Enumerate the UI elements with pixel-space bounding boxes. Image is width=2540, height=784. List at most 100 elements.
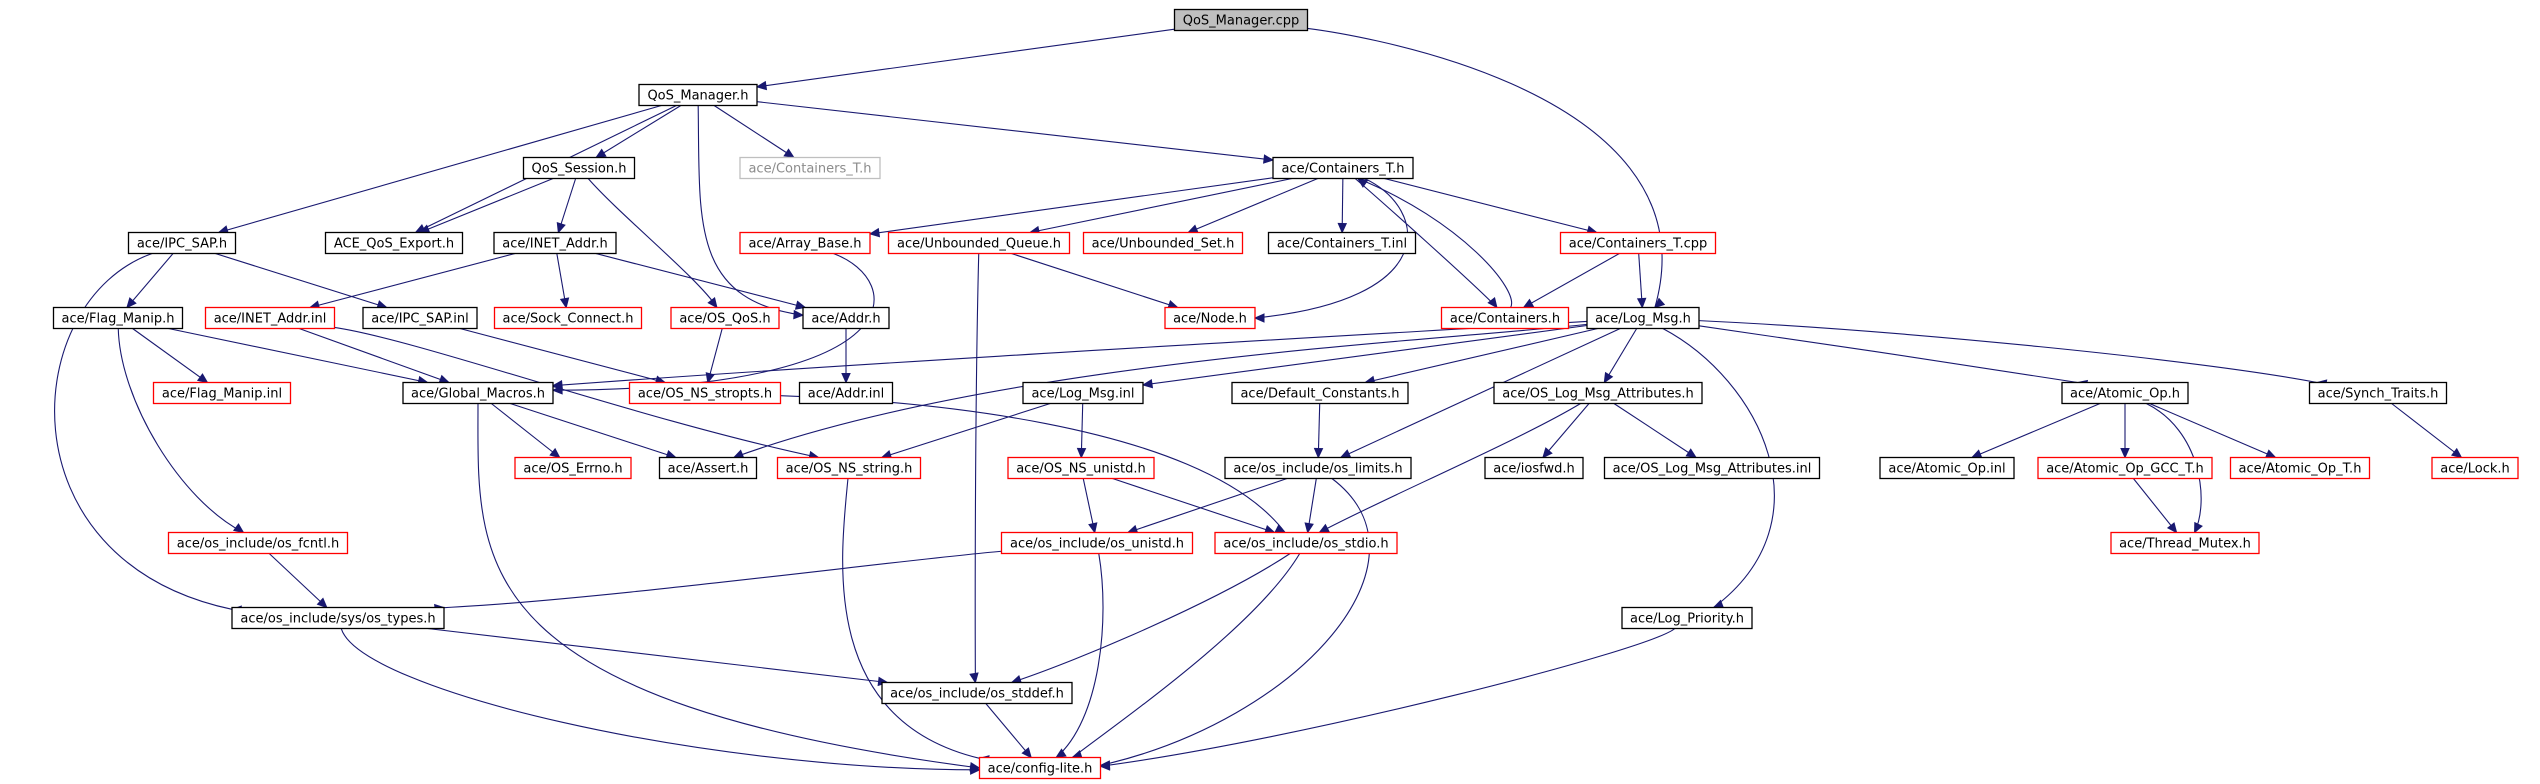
- node-box: [1164, 306, 1256, 330]
- edge-log_msg_h-to-default_constants_h: [1364, 327, 1598, 385]
- node-containers-t-h-gray[interactable]: ace/Containers_T.h: [739, 156, 881, 180]
- node-os-unistd-h[interactable]: ace/os_include/os_unistd.h: [1000, 531, 1194, 555]
- node-inet-addr-inl[interactable]: ace/INET_Addr.inl: [204, 306, 336, 330]
- node-box: [1440, 306, 1570, 330]
- node-label: ace/Atomic_Op_T.h: [2239, 462, 2362, 477]
- node-box: [1493, 381, 1703, 405]
- node-inet-addr-h[interactable]: ace/INET_Addr.h: [493, 231, 617, 255]
- edge-qos_manager_h-to-containers_t_h_gray: [713, 105, 795, 159]
- node-label: ace/Containers_T.cpp: [1569, 237, 1707, 252]
- edge-log_msg_inl-to-os_ns_unistd_h: [1076, 403, 1087, 459]
- node-os-qos-h[interactable]: ace/OS_QoS.h: [670, 306, 780, 330]
- node-box: [1224, 456, 1412, 480]
- node-os-log-msg-attributes-h[interactable]: ace/OS_Log_Msg_Attributes.h: [1493, 381, 1703, 405]
- node-unbounded-set-h[interactable]: ace/Unbounded_Set.h: [1082, 231, 1244, 255]
- edge-default_constants_h-to-os_limits_h: [1313, 403, 1324, 459]
- node-layer: QoS_Manager.cppQoS_Manager.hQoS_Session.…: [52, 8, 2519, 780]
- node-box: [52, 306, 184, 330]
- node-unbounded-queue-h[interactable]: ace/Unbounded_Queue.h: [887, 231, 1071, 255]
- node-label: ace/OS_NS_string.h: [786, 462, 913, 477]
- node-label: ace/iosfwd.h: [1493, 462, 1574, 477]
- node-box: [638, 83, 758, 107]
- node-os-ns-string-h[interactable]: ace/OS_NS_string.h: [776, 456, 922, 480]
- node-label: ace/Containers.h: [1450, 312, 1560, 327]
- node-os-limits-h[interactable]: ace/os_include/os_limits.h: [1224, 456, 1412, 480]
- edge-os_log_msg_attributes_h-to-os_log_msg_attributes_inl: [1613, 403, 1698, 459]
- node-containers-t-inl[interactable]: ace/Containers_T.inl: [1267, 231, 1417, 255]
- node-assert-h[interactable]: ace/Assert.h: [658, 456, 758, 480]
- edge-os_ns_unistd_h-to-os_unistd_h: [1082, 478, 1098, 534]
- node-ipc-sap-h[interactable]: ace/IPC_SAP.h: [127, 231, 237, 255]
- node-atomic-op-t-h[interactable]: ace/Atomic_Op_T.h: [2229, 456, 2371, 480]
- edge-qos_manager_h-to-containers_t_h: [756, 101, 1275, 164]
- edge-containers_t_cpp-to-log_msg_h: [1636, 253, 1647, 309]
- node-box: [362, 306, 478, 330]
- node-log-priority-h[interactable]: ace/Log_Priority.h: [1621, 606, 1753, 630]
- node-ace-qos-export-h[interactable]: ACE_QoS_Export.h: [324, 231, 464, 255]
- node-atomic-op-inl[interactable]: ace/Atomic_Op.inl: [1879, 456, 2015, 480]
- node-box: [1007, 456, 1155, 480]
- node-box: [1022, 381, 1144, 405]
- node-label: ace/Log_Msg.h: [1595, 312, 1691, 327]
- node-qos-session-h[interactable]: QoS_Session.h: [522, 156, 636, 180]
- node-containers-t-cpp[interactable]: ace/Containers_T.cpp: [1559, 231, 1717, 255]
- node-os-ns-stropts-h[interactable]: ace/OS_NS_stropts.h: [628, 381, 782, 405]
- edge-atomic_op_gcc_t_h-to-thread_mutex_h: [2132, 478, 2178, 534]
- node-box: [1231, 381, 1409, 405]
- node-box: [798, 381, 894, 405]
- node-os-errno-h[interactable]: ace/OS_Errno.h: [514, 456, 632, 480]
- node-containers-h[interactable]: ace/Containers.h: [1440, 306, 1570, 330]
- node-label: ace/os_include/os_stdio.h: [1223, 537, 1388, 552]
- node-thread-mutex-h[interactable]: ace/Thread_Mutex.h: [2110, 531, 2260, 555]
- node-label: ace/Flag_Manip.h: [62, 312, 175, 327]
- node-label: ace/OS_NS_stropts.h: [638, 387, 772, 402]
- node-box: [231, 606, 445, 630]
- node-atomic-op-h[interactable]: ace/Atomic_Op.h: [2061, 381, 2189, 405]
- node-os-types-h[interactable]: ace/os_include/sys/os_types.h: [231, 606, 445, 630]
- node-os-ns-unistd-h[interactable]: ace/OS_NS_unistd.h: [1007, 456, 1155, 480]
- node-box: [658, 456, 758, 480]
- node-log-msg-h[interactable]: ace/Log_Msg.h: [1586, 306, 1700, 330]
- node-label: QoS_Manager.h: [647, 89, 748, 104]
- node-containers-t-h[interactable]: ace/Containers_T.h: [1272, 156, 1414, 180]
- node-flag-manip-h[interactable]: ace/Flag_Manip.h: [52, 306, 184, 330]
- node-atomic-op-gcc-t-h[interactable]: ace/Atomic_Op_GCC_T.h: [2037, 456, 2213, 480]
- node-label: ace/Unbounded_Set.h: [1092, 237, 1235, 252]
- node-box: [670, 306, 780, 330]
- node-addr-h[interactable]: ace/Addr.h: [802, 306, 890, 330]
- node-flag-manip-inl[interactable]: ace/Flag_Manip.inl: [152, 381, 292, 405]
- edge-qos_session_h-to-os_qos_h: [587, 178, 718, 309]
- node-synch-traits-h[interactable]: ace/Synch_Traits.h: [2308, 381, 2448, 405]
- node-box: [1879, 456, 2015, 480]
- node-iosfwd-h[interactable]: ace/iosfwd.h: [1484, 456, 1584, 480]
- node-addr-inl[interactable]: ace/Addr.inl: [798, 381, 894, 405]
- node-label: ace/Addr.inl: [808, 387, 884, 402]
- node-global-macros-h[interactable]: ace/Global_Macros.h: [402, 381, 554, 405]
- node-lock-h[interactable]: ace/Lock.h: [2431, 456, 2519, 480]
- node-qos-manager-cpp[interactable]: QoS_Manager.cpp: [1173, 8, 1309, 32]
- node-log-msg-inl[interactable]: ace/Log_Msg.inl: [1022, 381, 1144, 405]
- node-label: ace/Containers_T.h: [748, 162, 871, 177]
- node-os-stdio-h[interactable]: ace/os_include/os_stdio.h: [1214, 531, 1398, 555]
- node-label: ace/IPC_SAP.h: [137, 237, 227, 252]
- edge-os_limits_h-to-config_lite_h: [1099, 478, 1370, 770]
- node-os-log-msg-attributes-inl[interactable]: ace/OS_Log_Msg_Attributes.inl: [1603, 456, 1821, 480]
- edge-containers_t_h-to-containers_t_cpp: [1384, 177, 1598, 235]
- edge-os_ns_unistd_h-to-os_stdio_h: [1112, 477, 1276, 535]
- node-default-constants-h[interactable]: ace/Default_Constants.h: [1231, 381, 1409, 405]
- node-os-stddef-h[interactable]: ace/os_include/os_stddef.h: [881, 681, 1073, 705]
- node-config-lite-h[interactable]: ace/config-lite.h: [978, 756, 1102, 780]
- node-node-h[interactable]: ace/Node.h: [1164, 306, 1256, 330]
- node-qos-manager-h[interactable]: QoS_Manager.h: [638, 83, 758, 107]
- node-array-base-h[interactable]: ace/Array_Base.h: [739, 231, 871, 255]
- node-box: [739, 231, 871, 255]
- node-box: [1603, 456, 1821, 480]
- node-box: [2110, 531, 2260, 555]
- node-os-fcntl-h[interactable]: ace/os_include/os_fcntl.h: [167, 531, 349, 555]
- node-sock-connect-h[interactable]: ace/Sock_Connect.h: [493, 306, 643, 330]
- node-ipc-sap-inl[interactable]: ace/IPC_SAP.inl: [362, 306, 478, 330]
- edge-ipc_sap_h-to-flag_manip_h: [126, 253, 174, 309]
- node-box: [2229, 456, 2371, 480]
- edge-os_ns_string_h-to-config_lite_h: [842, 478, 990, 765]
